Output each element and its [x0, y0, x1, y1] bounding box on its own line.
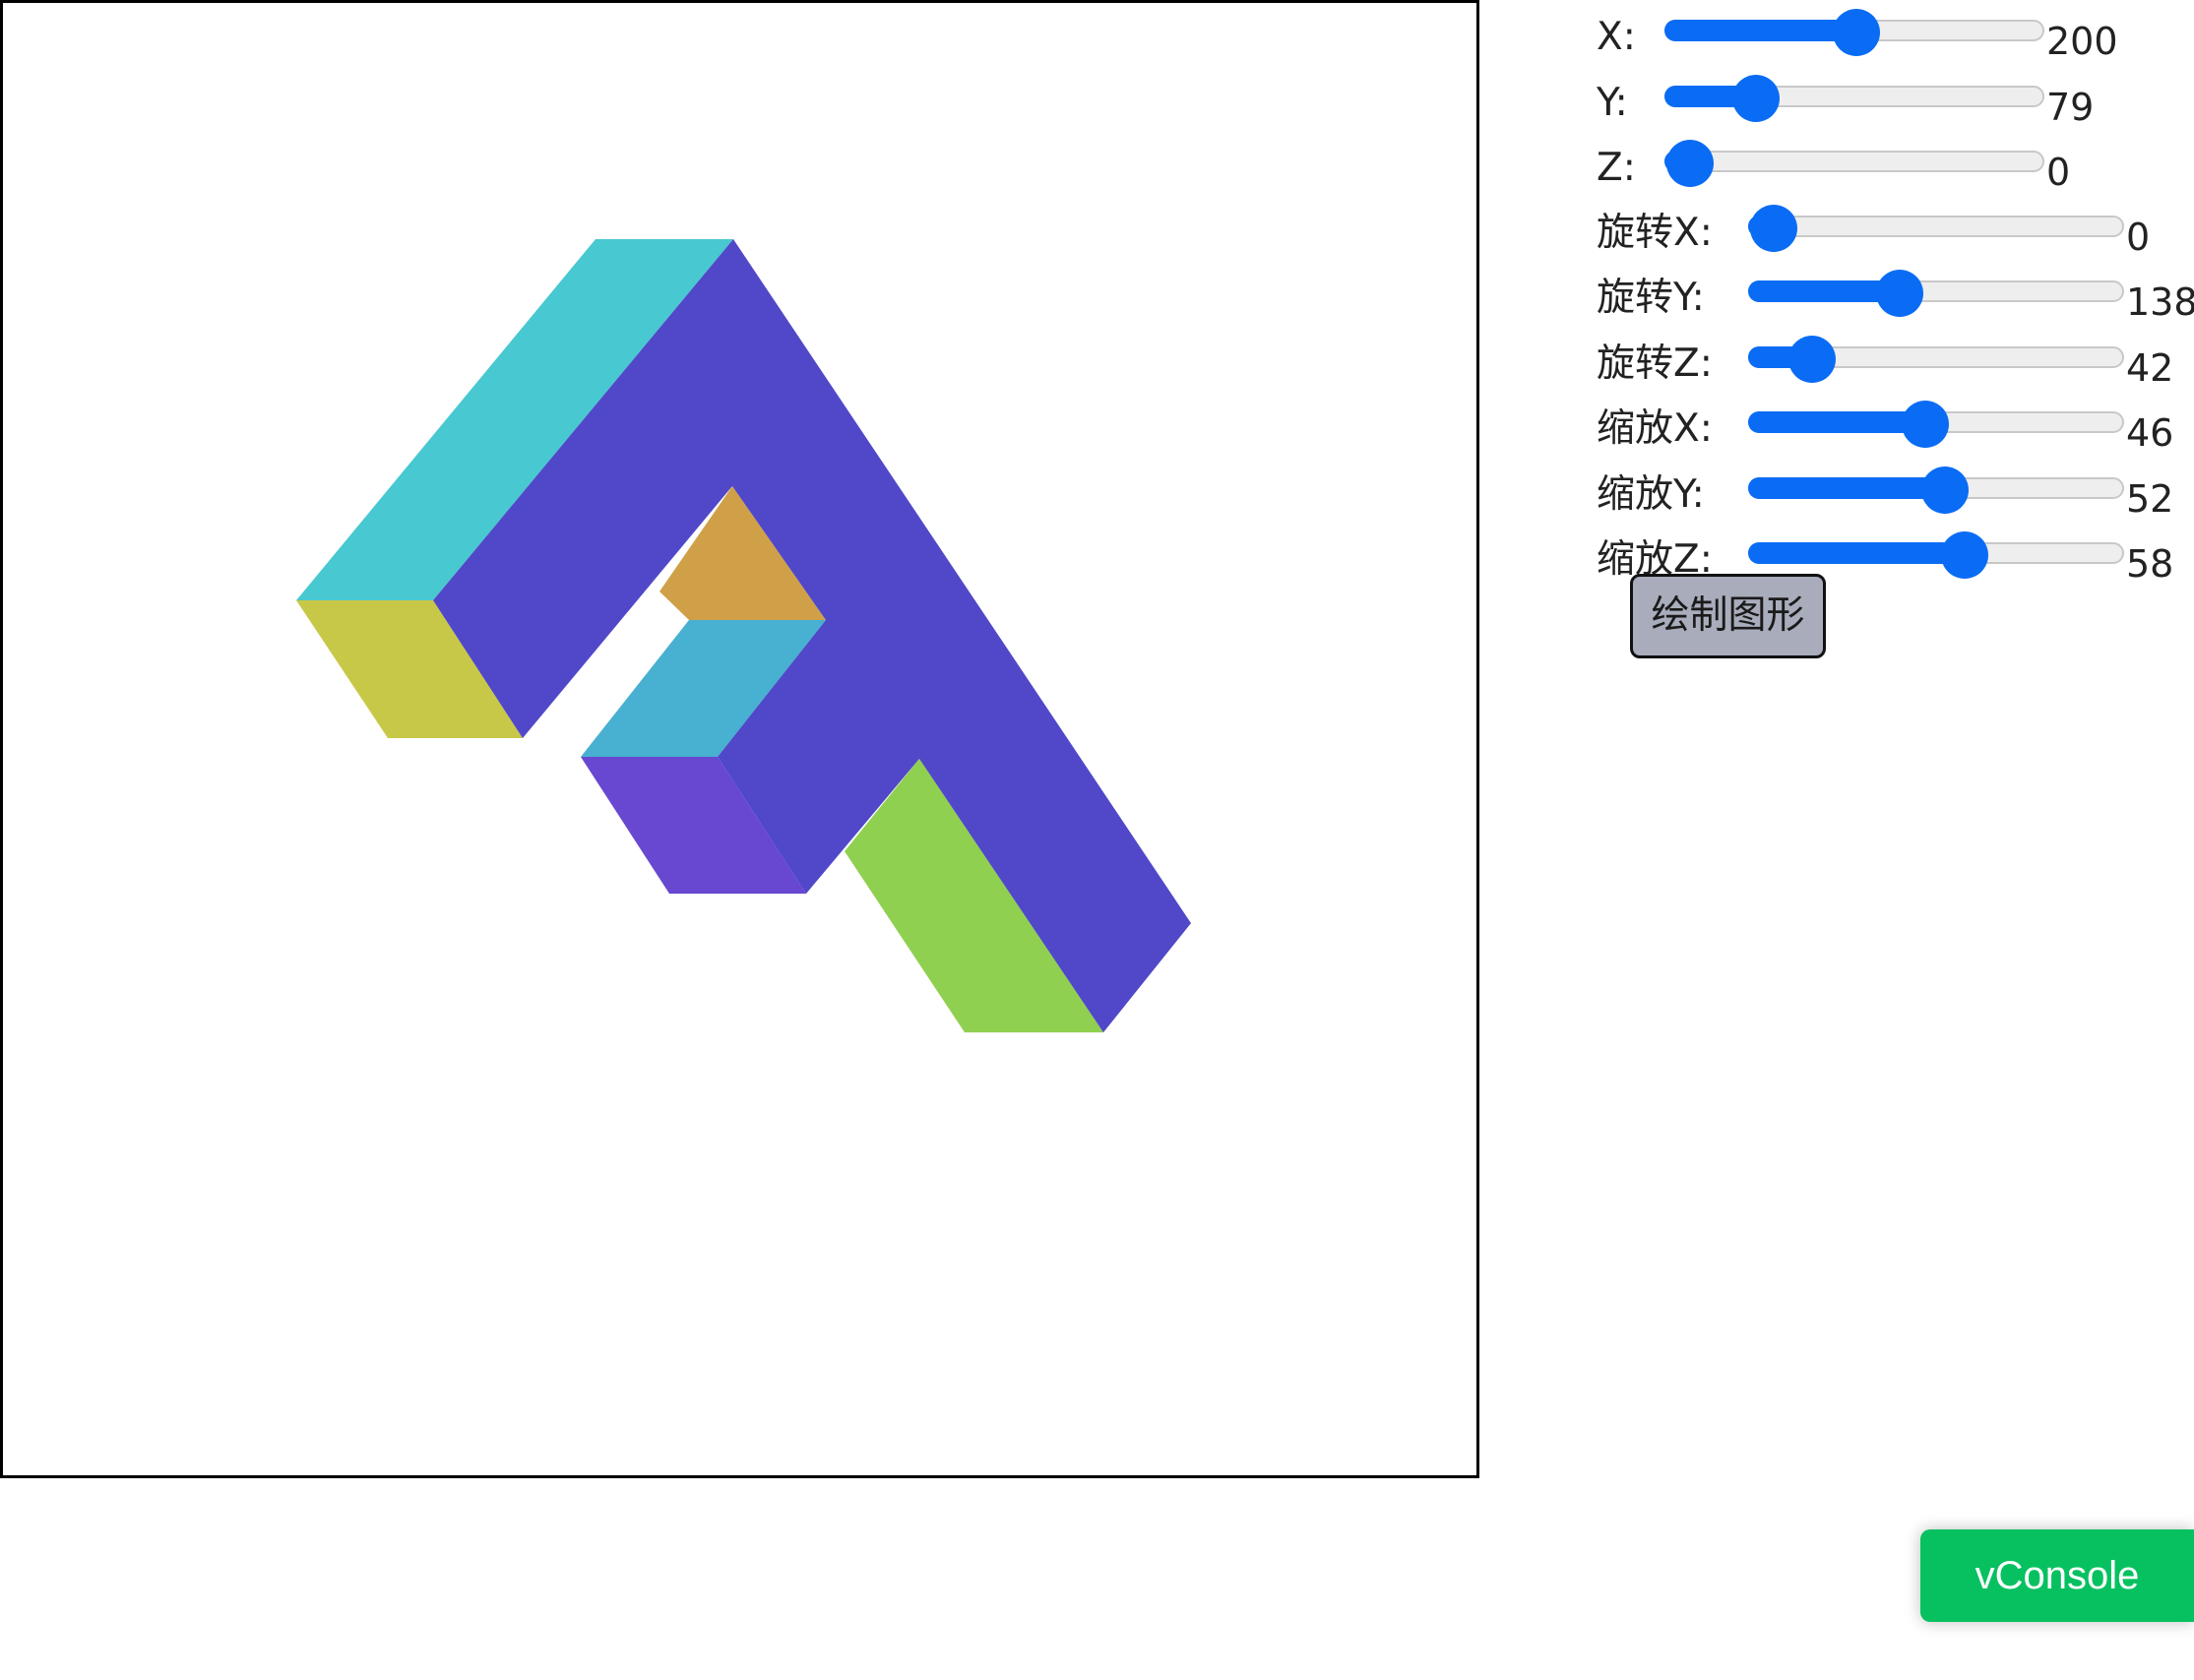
- slider-thumb[interactable]: [1901, 401, 1949, 448]
- control-value: 200: [2046, 20, 2118, 63]
- control-value: 46: [2126, 411, 2174, 455]
- shape-face-inner-side: [581, 757, 806, 894]
- slider-fill: [1664, 86, 1754, 107]
- control-value: 52: [2126, 477, 2174, 521]
- slider-thumb[interactable]: [1666, 140, 1714, 187]
- slider-thumb[interactable]: [1833, 9, 1880, 56]
- control-value: 58: [2126, 542, 2174, 586]
- slider-fill: [1748, 477, 1943, 499]
- control-value: 42: [2126, 346, 2174, 390]
- slider-fill: [1748, 542, 1963, 564]
- slider-thumb[interactable]: [1731, 75, 1780, 122]
- control-value: 138: [2126, 280, 2194, 324]
- shape-face-left-bottom: [296, 600, 523, 738]
- rendered-3d-f-shape: [296, 239, 1191, 1032]
- control-label: 缩放X:: [1597, 406, 1713, 451]
- range-slider[interactable]: [1664, 9, 2044, 56]
- control-row: 旋转Z: 42: [1597, 332, 2194, 391]
- range-slider[interactable]: [1748, 467, 2124, 514]
- draw-shape-button[interactable]: 绘制图形: [1630, 574, 1826, 658]
- control-label: 旋转X:: [1597, 211, 1713, 255]
- range-slider[interactable]: [1748, 531, 2124, 579]
- range-slider[interactable]: [1748, 401, 2124, 448]
- control-value: 0: [2046, 151, 2071, 194]
- control-row: X: 200: [1597, 5, 2194, 64]
- control-label: Z:: [1597, 146, 1636, 190]
- range-slider[interactable]: [1748, 205, 2124, 252]
- range-slider[interactable]: [1664, 140, 2044, 187]
- control-label: 旋转Z:: [1597, 342, 1713, 386]
- range-slider[interactable]: [1748, 270, 2124, 317]
- control-value: 79: [2046, 86, 2095, 129]
- control-row: 旋转X: 0: [1597, 201, 2194, 260]
- slider-fill: [1664, 20, 1854, 41]
- control-row: 缩放Z:58: [1597, 528, 2194, 587]
- control-row: 旋转Y: 138: [1597, 266, 2194, 325]
- control-value: 0: [2126, 216, 2151, 259]
- shape-face-bottom-right: [845, 759, 1103, 1032]
- range-slider[interactable]: [1748, 336, 2124, 383]
- shape-face-inner-top: [659, 486, 826, 620]
- control-row: Y: 79: [1597, 71, 2194, 130]
- shape-face-left-top: [296, 239, 733, 600]
- control-label: Y:: [1597, 81, 1628, 125]
- control-row: 缩放X: 46: [1597, 397, 2194, 456]
- slider-thumb[interactable]: [1787, 336, 1836, 383]
- control-row: 缩放Y: 52: [1597, 463, 2194, 522]
- slider-thumb[interactable]: [1920, 467, 1969, 514]
- slider-thumb[interactable]: [1940, 531, 1988, 579]
- slider-thumb[interactable]: [1750, 205, 1797, 252]
- control-label: X:: [1597, 15, 1636, 59]
- control-label: 缩放Y:: [1597, 472, 1705, 517]
- control-row: Z: 0: [1597, 136, 2194, 195]
- control-label: 旋转Y:: [1597, 276, 1705, 320]
- slider-thumb[interactable]: [1876, 270, 1924, 317]
- range-slider[interactable]: [1664, 75, 2044, 122]
- slider-fill: [1748, 280, 1899, 302]
- shape-face-front: [433, 239, 1191, 1032]
- vconsole-button[interactable]: vConsole: [1920, 1529, 2194, 1622]
- webgl-canvas[interactable]: [0, 0, 1479, 1478]
- slider-fill: [1748, 411, 1923, 433]
- shape-face-inner-ledge: [581, 620, 826, 757]
